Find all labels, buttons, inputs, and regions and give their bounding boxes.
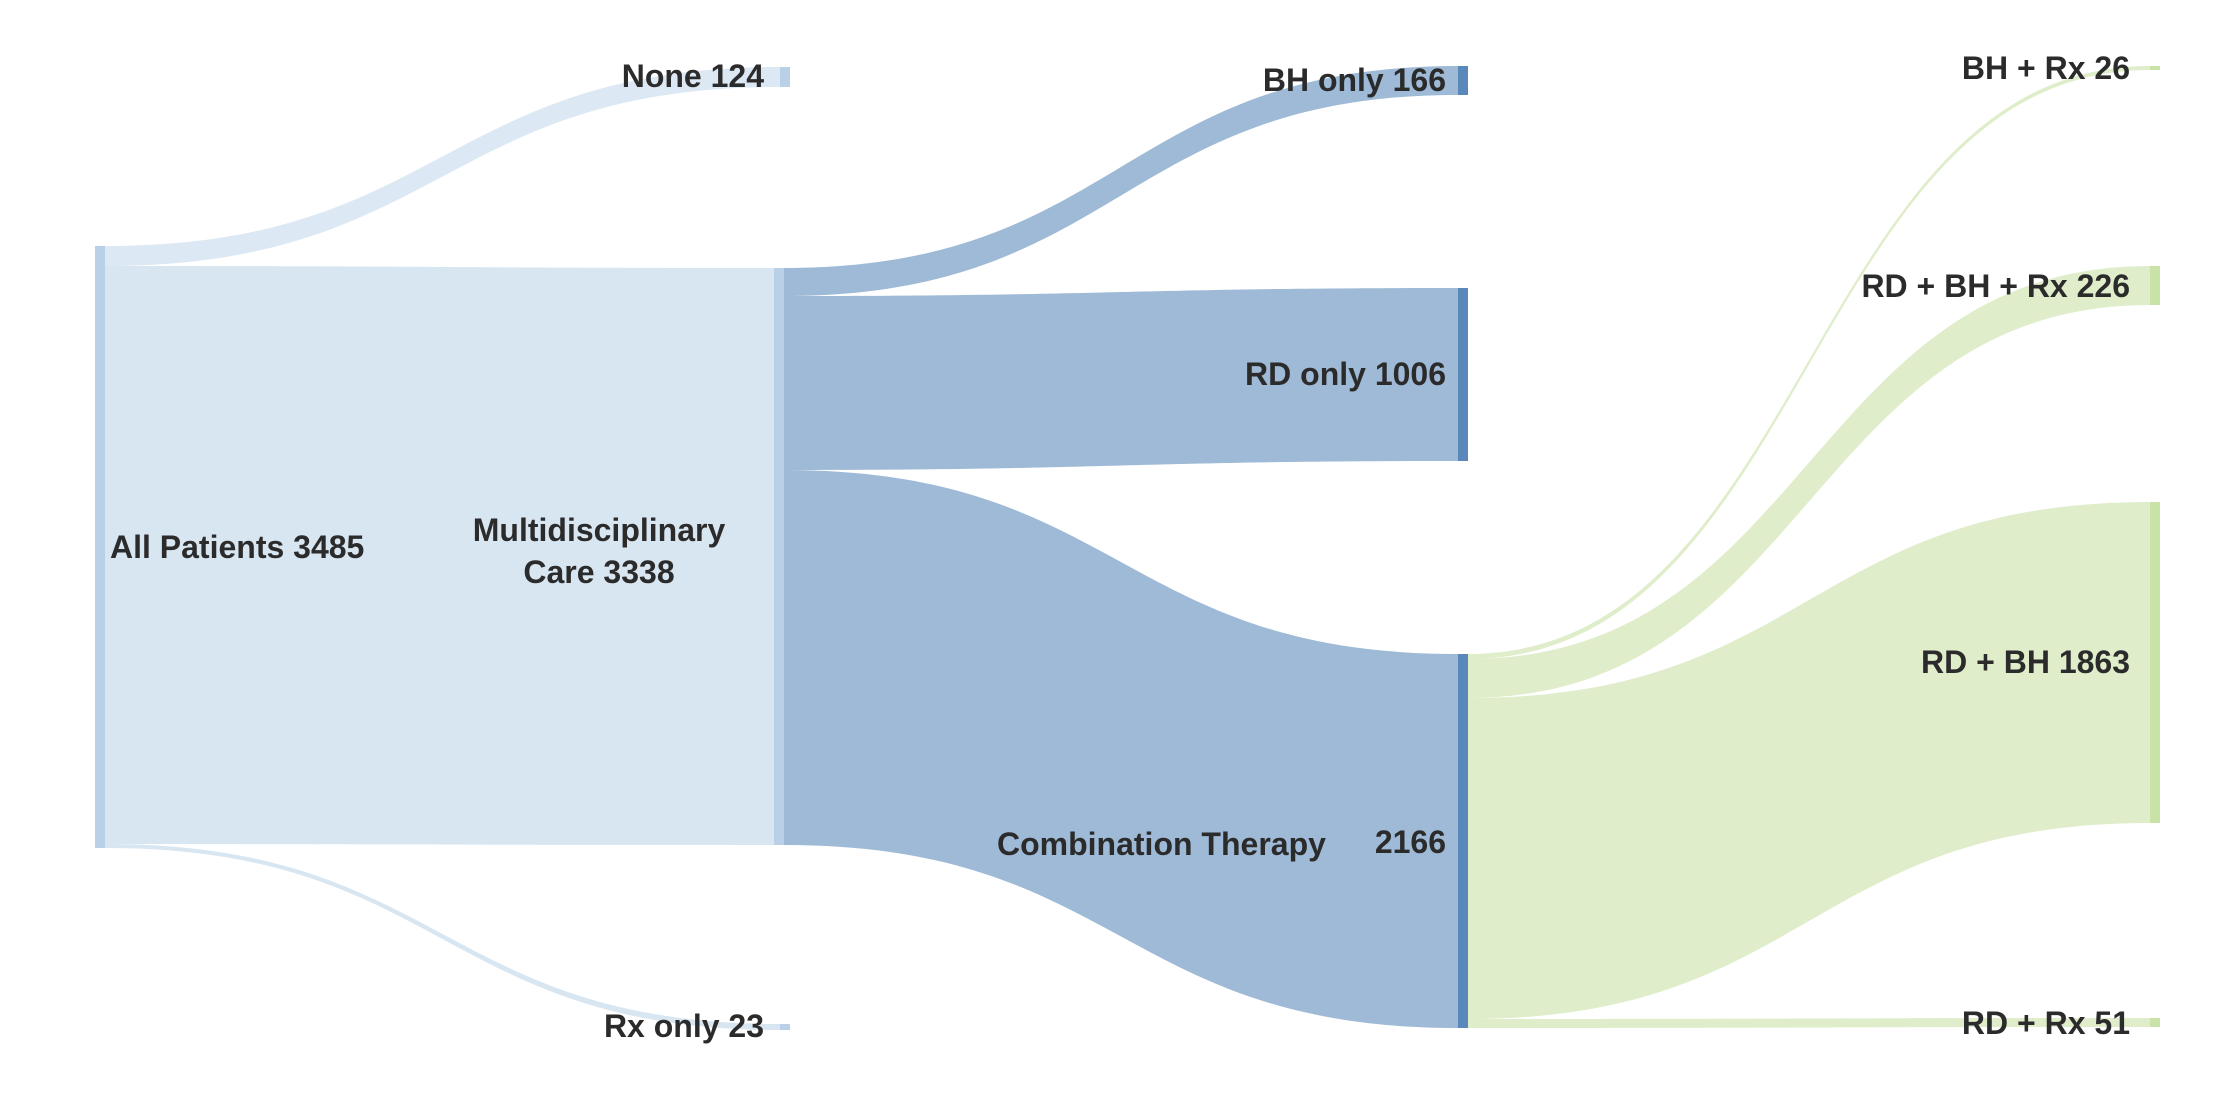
node-combination [1458,654,1468,1028]
link-all-to-multidisciplinary [105,266,774,845]
label-multidisciplinary-line2: Care 3338 [523,554,674,590]
label-rd-rx: RD + Rx 51 [1962,1005,2130,1041]
label-combination-therapy: Combination Therapy [997,826,1326,862]
node-rd-bh [2150,502,2160,823]
link-combo-to-rd-rx [1468,1018,2150,1028]
node-bh-only [1458,66,1468,95]
label-rd-bh: RD + BH 1863 [1921,644,2130,680]
sankey-nodes [95,66,2160,1030]
label-multidisciplinary-line1: Multidisciplinary [473,512,726,548]
link-combo-to-bh-rx [1468,66,2150,659]
node-none [780,67,790,87]
link-combo-to-rd-bh-rx [1468,266,2150,698]
label-rd-bh-rx: RD + BH + Rx 226 [1861,268,2130,304]
label-rx-only: Rx only 23 [604,1008,764,1044]
link-multi-to-rd-only [784,288,1458,470]
label-bh-only: BH only 166 [1263,62,1446,98]
node-bh-rx [2150,66,2160,70]
node-all-patients [95,246,105,848]
sankey-labels: All Patients 3485 None 124 Multidiscipli… [110,50,2130,1044]
sankey-links [105,66,2150,1030]
node-rx-only [780,1024,790,1030]
link-multi-to-bh-only [784,66,1458,296]
node-rd-only [1458,288,1468,461]
label-bh-rx: BH + Rx 26 [1962,50,2130,86]
label-all-patients: All Patients 3485 [110,529,364,565]
link-all-to-rx-only [105,844,780,1030]
label-none: None 124 [622,58,764,94]
label-rd-only: RD only 1006 [1245,356,1446,392]
link-all-to-none [105,67,780,266]
node-rd-bh-rx [2150,266,2160,305]
label-combination-value: 2166 [1375,824,1446,860]
node-rd-rx [2150,1018,2160,1027]
link-combo-to-rd-bh [1468,502,2150,1019]
link-multi-to-combination [784,470,1458,1028]
node-multidisciplinary [774,268,784,845]
